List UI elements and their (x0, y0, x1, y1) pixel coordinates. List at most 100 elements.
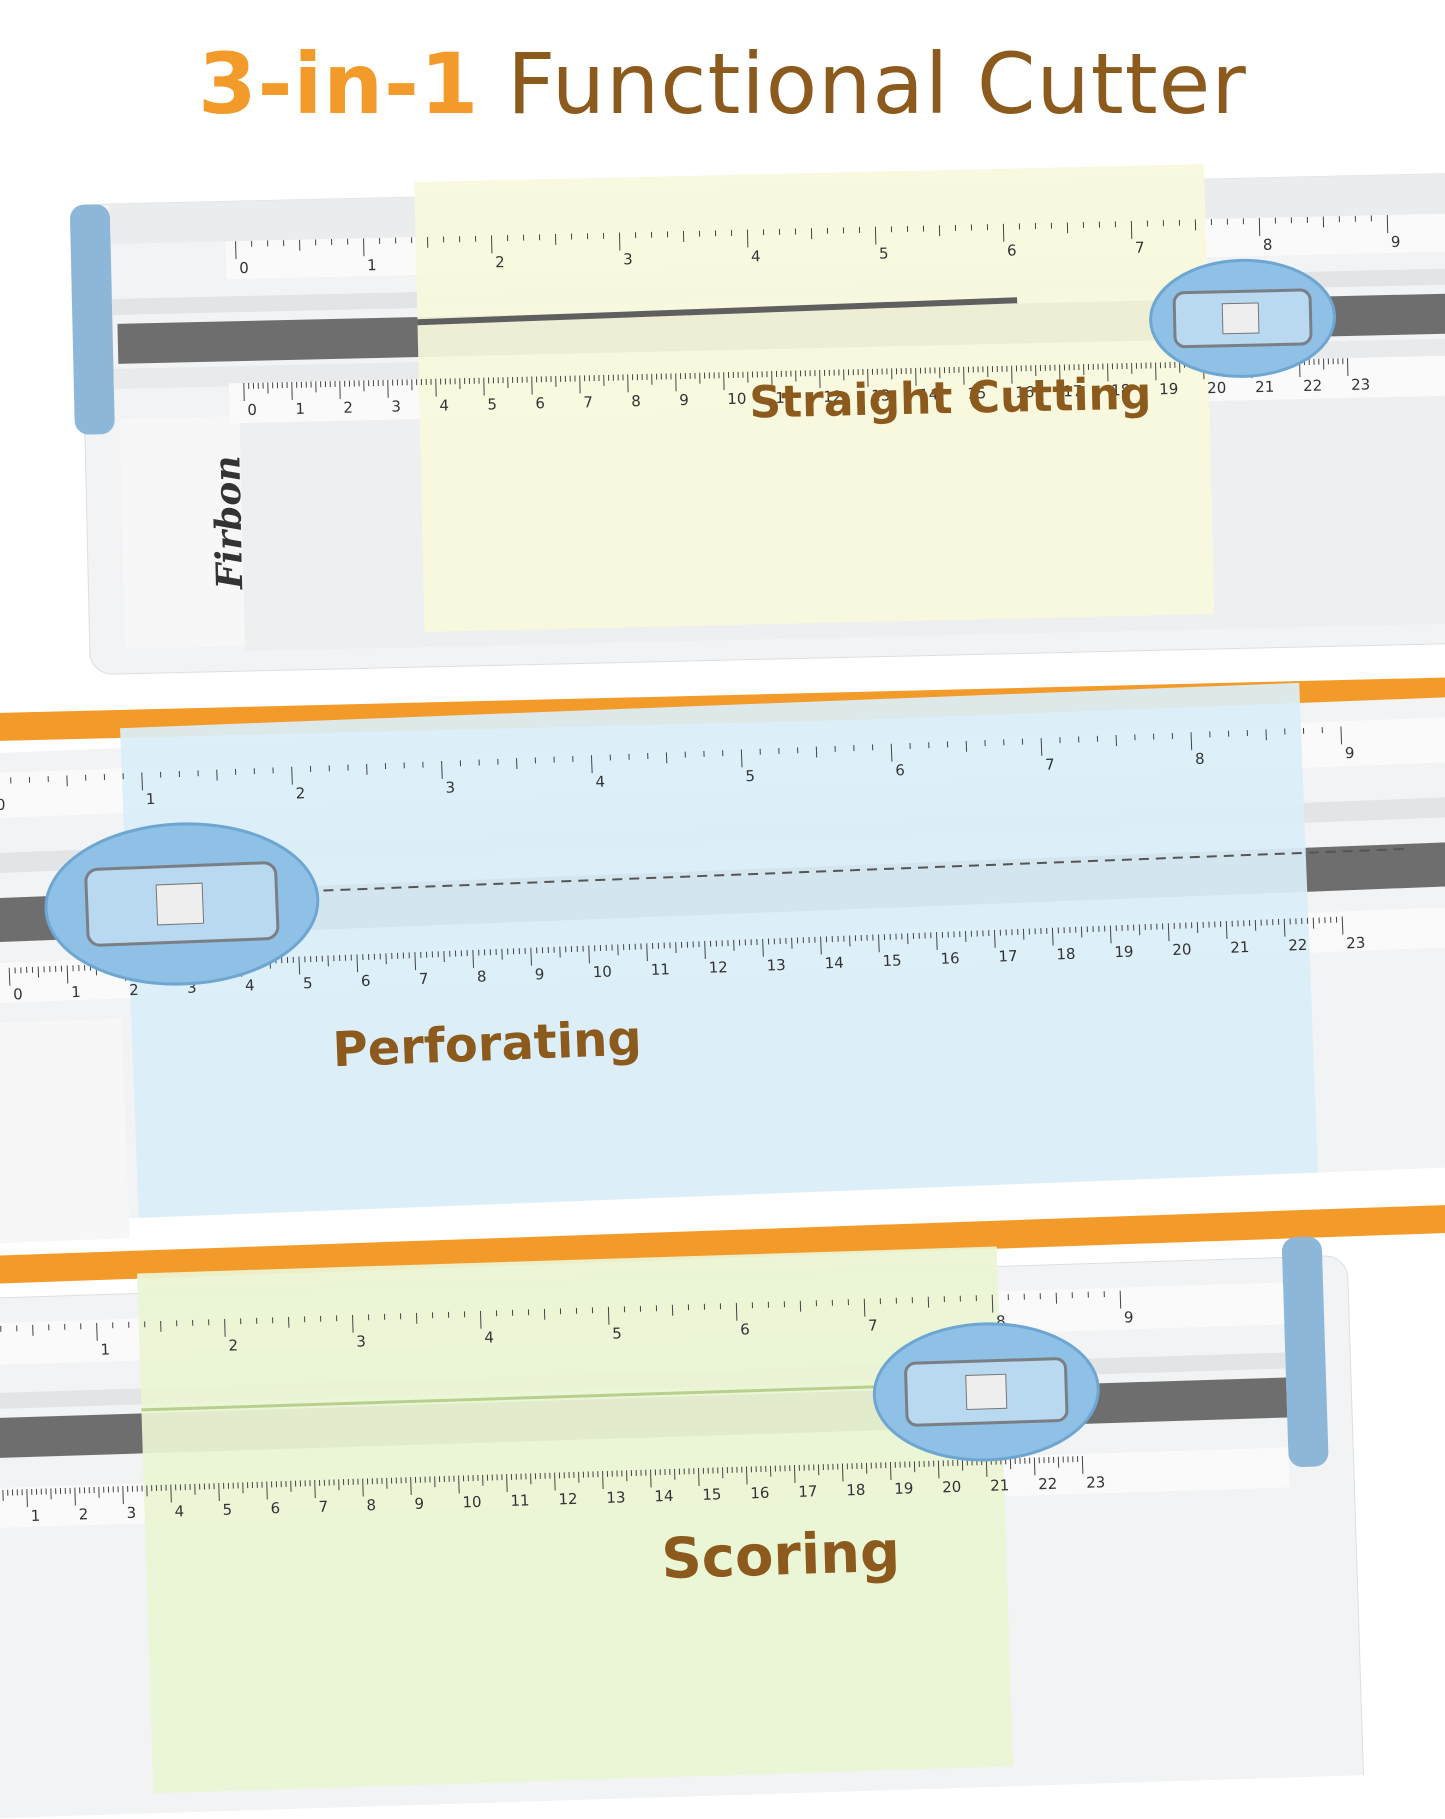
ruler-tick (1226, 921, 1227, 939)
ruler-tick (123, 1486, 124, 1504)
ruler-tick (1052, 928, 1053, 946)
ruler-number: 0 (0, 796, 6, 814)
ruler-tick (531, 948, 532, 966)
ruler-number: 0 (239, 259, 249, 277)
ruler-number: 18 (1056, 945, 1076, 964)
ruler-number: 1 (145, 790, 155, 808)
ruler-tick (937, 932, 938, 950)
ruler-number: 7 (583, 393, 593, 411)
ruler-tick (415, 952, 416, 970)
ruler-number: 3 (391, 397, 401, 415)
ruler-tick (219, 1483, 220, 1501)
ruler-number: 12 (708, 958, 728, 977)
ruler-tick (891, 744, 892, 762)
ruler-tick (142, 772, 143, 790)
ruler-tick (994, 930, 995, 948)
ruler-number: 13 (606, 1488, 626, 1507)
ruler-number: 8 (366, 1496, 376, 1514)
ruler-number: 9 (1345, 744, 1355, 762)
ruler-number: 2 (343, 399, 353, 417)
ruler-number: 14 (654, 1487, 674, 1506)
ruler-tick (1191, 732, 1192, 750)
ruler-number: 7 (1045, 755, 1055, 773)
ruler-number: 4 (595, 773, 605, 791)
ruler-tick (608, 1307, 609, 1325)
ruler-number: 9 (679, 391, 689, 409)
ruler-tick (741, 749, 742, 767)
ruler-tick (267, 1482, 268, 1500)
feature-label-perforating: Perforating (332, 1010, 643, 1078)
ruler-number: 13 (766, 956, 786, 975)
ruler-number: 1 (367, 256, 377, 274)
ruler-number: 3 (623, 250, 633, 268)
ruler-number: 22 (1288, 936, 1308, 955)
ruler-tick (1041, 738, 1042, 756)
ruler-number: 1 (100, 1340, 110, 1358)
ruler-number: 15 (882, 951, 902, 970)
ruler-number: 2 (495, 253, 505, 271)
ruler-number: 4 (484, 1328, 494, 1346)
title-rest: Functional Cutter (479, 35, 1246, 133)
ruler-number: 16 (750, 1484, 770, 1503)
ruler-tick (97, 1323, 98, 1341)
ruler-tick (1341, 726, 1342, 744)
ruler-tick (353, 1315, 354, 1333)
ruler-tick (171, 1485, 172, 1503)
ruler-tick (411, 1477, 412, 1495)
ruler-number: 2 (78, 1505, 88, 1523)
ruler-tick (75, 1488, 76, 1506)
ruler-number: 6 (535, 394, 545, 412)
ruler-number: 17 (798, 1482, 818, 1501)
ruler-number: 8 (1263, 236, 1273, 254)
ruler-tick (9, 968, 10, 986)
ruler-tick (225, 1319, 226, 1337)
ruler-number: 23 (1351, 375, 1370, 393)
blade-carriage[interactable] (1141, 251, 1344, 386)
ruler-number: 10 (592, 963, 612, 982)
brand-logo: Firbon (206, 455, 251, 589)
title-highlight: 3-in-1 (198, 35, 479, 133)
ruler-number: 18 (846, 1481, 866, 1500)
ruler-tick (705, 941, 706, 959)
feature-label-straight-cutting: Straight Cutting (749, 368, 1152, 428)
blade-carriage[interactable] (864, 1313, 1109, 1470)
ruler-number: 9 (534, 965, 544, 983)
ruler-tick (647, 943, 648, 961)
ruler-tick (736, 1303, 737, 1321)
ruler-number: 19 (1114, 943, 1134, 962)
ruler-number: 8 (1195, 750, 1205, 768)
ruler-number: 9 (1124, 1308, 1134, 1326)
ruler-number: 5 (222, 1501, 232, 1519)
ruler-number: 5 (487, 395, 497, 413)
ruler-number: 21 (1230, 938, 1250, 957)
ruler-tick (651, 1469, 652, 1487)
ruler-number: 11 (650, 960, 670, 979)
ruler-tick (480, 1311, 481, 1329)
ruler-number: 4 (439, 396, 449, 414)
ruler-tick (763, 939, 764, 957)
ruler-tick (459, 1476, 460, 1494)
ruler-number: 4 (174, 1502, 184, 1520)
ruler-number: 0 (13, 985, 23, 1003)
ruler-tick (1168, 923, 1169, 941)
ruler-number: 10 (727, 390, 746, 408)
ruler-number: 23 (1346, 934, 1366, 953)
ruler-tick (357, 954, 358, 972)
ruler-tick (473, 950, 474, 968)
ruler-tick (507, 1474, 508, 1492)
ruler-number: 0 (247, 401, 257, 419)
ruler-number: 2 (228, 1336, 238, 1354)
ruler-tick (1110, 925, 1111, 943)
blade-carriage[interactable] (34, 808, 331, 999)
ruler-number: 21 (990, 1476, 1010, 1495)
ruler-number: 1 (30, 1507, 40, 1525)
ruler-number: 5 (745, 767, 755, 785)
ruler-number: 23 (1086, 1473, 1106, 1492)
ruler-number: 8 (631, 392, 641, 410)
ruler-number: 15 (702, 1485, 722, 1504)
ruler-number: 14 (824, 954, 844, 973)
ruler-number: 16 (940, 949, 960, 968)
ruler-number: 3 (356, 1332, 366, 1350)
ruler-number: 6 (270, 1499, 280, 1517)
